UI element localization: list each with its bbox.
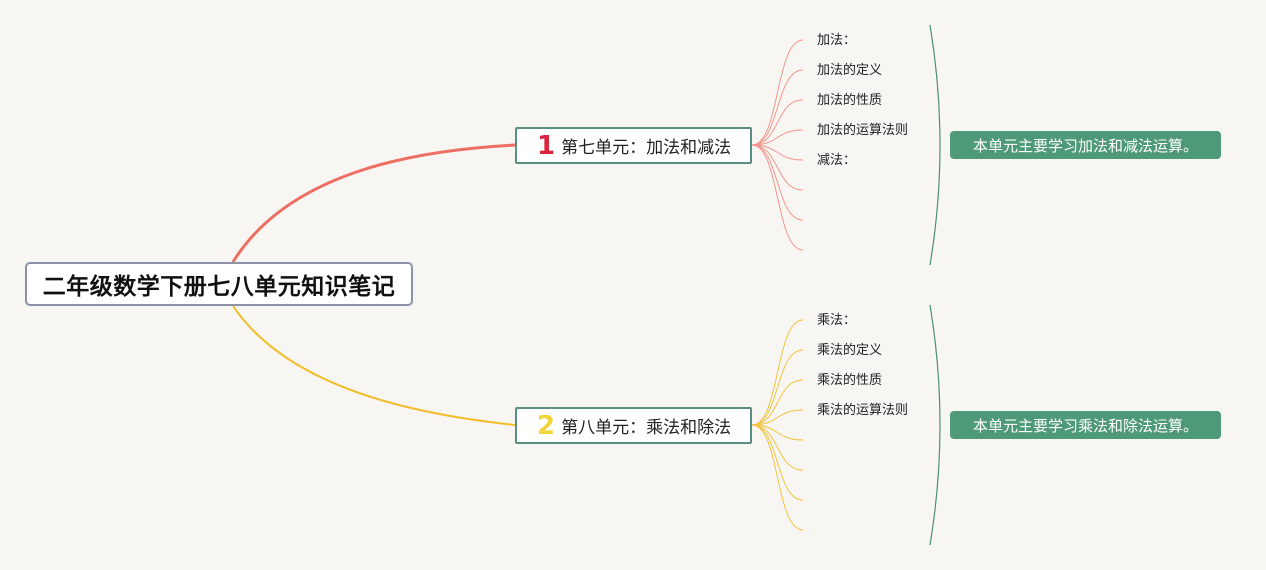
branch-1-fan-lines — [751, 39, 804, 251]
branch-1-leaf-4[interactable]: 加法的运算法则 — [817, 123, 909, 138]
branch-1-leaf-5[interactable]: 减法： — [817, 153, 857, 168]
branch-topic-1[interactable]: 1 第七单元：加法和减法 — [515, 127, 752, 164]
summary-bracket-2 — [929, 304, 941, 546]
branch-number-2-icon: 2 — [537, 410, 556, 441]
branch-2-leaf-1[interactable]: 乘法： — [817, 313, 857, 328]
branch-1-summary[interactable]: 本单元主要学习加法和减法运算。 — [950, 131, 1221, 159]
branch-1-leaf-3[interactable]: 加法的性质 — [817, 93, 883, 108]
summary-bracket-1 — [929, 24, 941, 266]
branch-topic-1-label: 第七单元：加法和减法 — [561, 138, 732, 158]
branch-1-summary-label: 本单元主要学习加法和减法运算。 — [972, 136, 1198, 155]
branch-1-leaf-2[interactable]: 加法的定义 — [817, 63, 883, 78]
branch-2-summary-label: 本单元主要学习乘法和除法运算。 — [972, 416, 1198, 435]
root-to-branch-2-line — [232, 305, 516, 426]
branch-topic-2-label: 第八单元：乘法和除法 — [561, 418, 732, 438]
branch-2-leaf-2[interactable]: 乘法的定义 — [817, 343, 883, 358]
root-topic-label: 二年级数学下册七八单元知识笔记 — [42, 274, 396, 300]
branch-2-fan-lines — [751, 319, 804, 531]
branch-number-1-icon: 1 — [537, 130, 556, 161]
branch-2-summary[interactable]: 本单元主要学习乘法和除法运算。 — [950, 411, 1221, 439]
root-to-branch-1-line — [231, 143, 516, 263]
branch-1-leaf-1[interactable]: 加法： — [817, 33, 857, 48]
root-topic[interactable]: 二年级数学下册七八单元知识笔记 — [25, 262, 413, 306]
branch-2-leaf-4[interactable]: 乘法的运算法则 — [817, 403, 909, 418]
branch-topic-2[interactable]: 2 第八单元：乘法和除法 — [515, 407, 752, 444]
branch-2-leaf-3[interactable]: 乘法的性质 — [817, 373, 883, 388]
